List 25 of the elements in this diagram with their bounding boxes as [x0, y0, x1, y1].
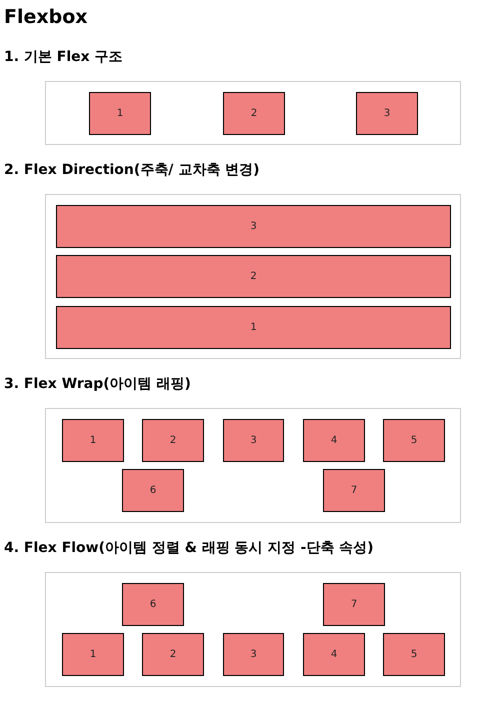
- flex-item: 2: [223, 92, 285, 135]
- flex-item: 3: [356, 92, 418, 135]
- flex-item: 7: [323, 583, 385, 626]
- flex-item: 3: [223, 419, 284, 462]
- flex-item: 1: [89, 92, 151, 135]
- flex-item: 1: [62, 633, 124, 676]
- flex-item: 2: [56, 255, 451, 298]
- flex-item: 6: [122, 583, 184, 626]
- section-heading: 4. Flex Flow(아이템 정렬 & 래핑 동시 지정 -단축 속성): [4, 539, 374, 557]
- flex-item: 2: [142, 419, 204, 462]
- flex-item: 4: [303, 633, 365, 676]
- flex-item: 6: [122, 469, 184, 512]
- flex-item: 2: [142, 633, 204, 676]
- flex-item: 4: [303, 419, 365, 462]
- flex-item: 1: [62, 419, 124, 462]
- flex-item: 5: [383, 633, 445, 676]
- flex-item: 3: [56, 205, 451, 248]
- section-heading: 1. 기본 Flex 구조: [4, 48, 123, 66]
- flex-item: 7: [323, 469, 385, 512]
- flex-item: 1: [56, 306, 451, 349]
- flex-item: 5: [383, 419, 445, 462]
- section-heading: 3. Flex Wrap(아이템 래핑): [4, 375, 191, 393]
- page-title: Flexbox: [4, 6, 88, 28]
- section-heading: 2. Flex Direction(주축/ 교차축 변경): [4, 161, 260, 179]
- flex-item: 3: [223, 633, 284, 676]
